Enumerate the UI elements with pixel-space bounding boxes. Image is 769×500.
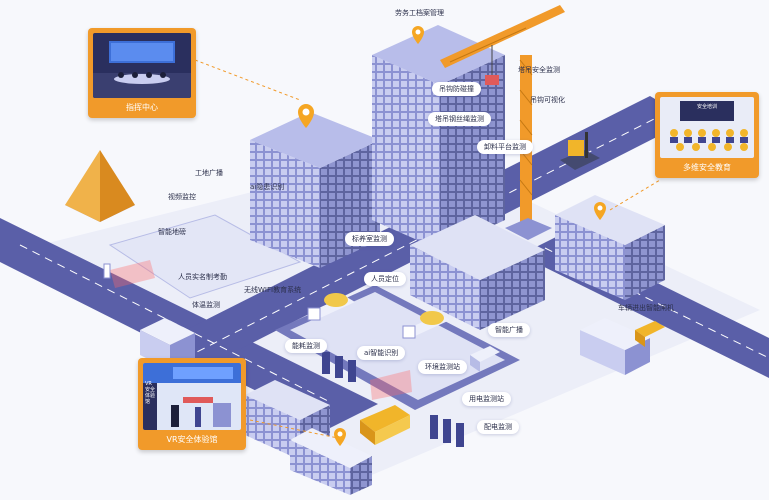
road-west <box>0 218 378 428</box>
label-env-station: 环境监测站 <box>418 360 467 374</box>
command-center-panel[interactable]: 指挥中心 <box>88 28 196 118</box>
small-block-roof <box>580 318 650 350</box>
label-wire-rope: 塔吊钢丝绳监测 <box>428 112 491 126</box>
distribution-cabinets <box>430 415 464 447</box>
label-distribution: 配电监测 <box>477 420 519 434</box>
safety-education-image: 安全培训 <box>660 97 754 158</box>
right-building-front <box>555 215 625 300</box>
vr-experience-caption: VR安全体验馆 <box>166 435 218 444</box>
label-vehicle-gate: 车辆进出智能闸机 <box>618 304 674 312</box>
connector-education <box>609 179 661 211</box>
label-realname-attendance: 人员实名制考勤 <box>178 273 227 281</box>
vr-experience-image: VR安全体验馆 <box>143 363 241 430</box>
mixer-truck-1 <box>307 293 355 321</box>
label-unloading-platform: 卸料平台监测 <box>477 140 533 154</box>
vr-screen-text: VR安全体验馆 <box>145 381 156 405</box>
tower-center-roof <box>372 25 505 85</box>
tower-center-side <box>440 55 505 250</box>
label-hook-anticollision: 吊钩防碰撞 <box>432 82 481 96</box>
label-labor-archive: 劳务工档案管理 <box>395 9 444 17</box>
label-temperature: 体温监测 <box>192 301 220 309</box>
safety-education-caption: 多维安全教育 <box>683 163 731 172</box>
label-wifi-education: 无线WIFI教育系统 <box>244 286 302 294</box>
command-center-image <box>93 33 191 98</box>
command-center-caption: 指挥中心 <box>126 103 158 112</box>
yard-beam <box>370 370 412 400</box>
pin-icon <box>412 26 424 44</box>
bottom-building2-roof <box>290 428 372 468</box>
tower-left-front <box>250 140 320 268</box>
label-video-monitor: 视频监控 <box>168 193 196 201</box>
connector-vr <box>249 419 339 439</box>
label-smart-broadcast: 智能广播 <box>488 323 530 337</box>
mid-building-side <box>480 250 545 330</box>
pin-icon <box>334 428 346 446</box>
energy-cabinets <box>322 352 356 382</box>
crane-base <box>505 218 552 240</box>
gate-truck <box>635 321 665 347</box>
traffic-light <box>103 263 111 279</box>
tower-left-roof <box>250 112 380 168</box>
yellow-bus <box>360 405 410 445</box>
label-hook-visual: 吊钩可视化 <box>530 96 565 104</box>
safety-education-panel[interactable]: 安全培训 多维安全教育 <box>655 92 759 178</box>
mid-building-roof <box>410 215 545 280</box>
pyramid-right <box>100 150 135 222</box>
pyramid-left <box>65 150 100 222</box>
small-block-front <box>580 330 625 375</box>
right-building-side <box>625 225 665 300</box>
pin-icon <box>298 104 314 128</box>
right-building-roof <box>555 195 665 245</box>
bottom-building-front <box>245 395 300 460</box>
bottom-building2-front <box>290 440 350 495</box>
label-energy: 能耗监测 <box>285 339 327 353</box>
mid-building-front <box>410 245 480 330</box>
label-tower-safety: 塔吊安全监测 <box>518 66 560 74</box>
mixer-truck-2 <box>402 311 450 339</box>
van <box>470 346 500 372</box>
label-ai-hazard: ai隐患识别 <box>250 183 285 191</box>
bottom-building2-side <box>350 456 372 495</box>
safety-screen-text: 安全培训 <box>696 104 717 110</box>
label-site-broadcast: 工地广播 <box>195 169 223 177</box>
small-block-side <box>625 338 650 375</box>
tower-center-front <box>372 55 440 250</box>
label-power-station: 用电监测站 <box>462 392 511 406</box>
label-smart-scale: 智能地磅 <box>158 228 186 236</box>
bottom-building-roof <box>245 380 330 420</box>
vr-experience-panel[interactable]: VR安全体验馆 VR安全体验馆 <box>138 358 246 450</box>
label-curing-room: 标养室监测 <box>345 232 394 246</box>
pin-icon <box>594 202 606 220</box>
label-personnel-locate: 人员定位 <box>364 272 406 286</box>
scale-beam <box>110 260 155 288</box>
house-roof <box>140 318 195 345</box>
connector-command <box>194 59 301 101</box>
label-ai-recognition: ai智能识别 <box>357 346 406 360</box>
forklift <box>560 132 600 170</box>
